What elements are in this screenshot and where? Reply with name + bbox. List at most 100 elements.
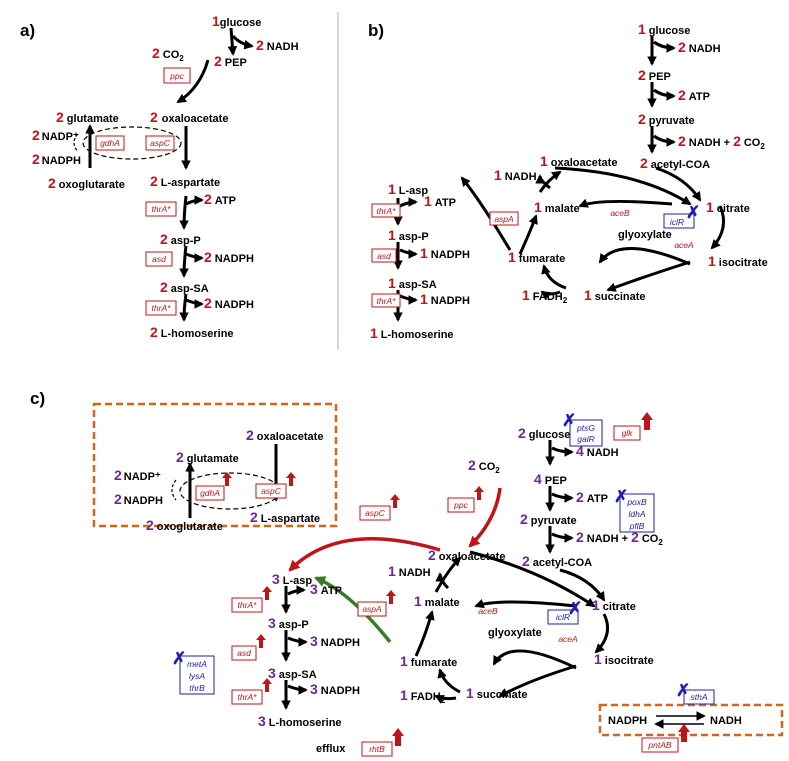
c-iclR: iclR — [556, 612, 570, 622]
c-aspC: aspC — [365, 508, 386, 518]
c-sthA: sthA — [690, 692, 707, 702]
b-iclR: iclR — [670, 217, 684, 227]
arrow-atp-a — [185, 195, 204, 206]
c-rhtB: rhtB — [369, 744, 385, 754]
c-aceB: aceB — [478, 606, 498, 616]
c-aspC-up-icon — [390, 494, 400, 508]
c-asd-box — [231, 645, 257, 661]
c-metA: metA — [187, 659, 207, 669]
c-arrow-fadh — [434, 694, 457, 704]
a-thrA2-box — [145, 300, 177, 316]
b-thrA2: thrA* — [377, 296, 397, 306]
c-arrow-atp2 — [287, 585, 306, 596]
c-nadh-t: NADH — [710, 715, 742, 727]
a-ppc-box — [163, 67, 191, 84]
b-arrow-nadh3 — [535, 174, 551, 190]
c-red-arrow-oaa-lasp — [288, 537, 441, 572]
arrow-pep-oaa — [176, 59, 210, 104]
c-red-arrow-pep-oaa — [468, 487, 502, 548]
c-rhtB-up-icon — [392, 728, 404, 746]
arrow-glucose-pep — [227, 27, 238, 56]
c-arrow-nadh1 — [551, 446, 574, 457]
b-arrow-mal-oaa — [538, 170, 562, 193]
c-galR: galR — [577, 434, 594, 444]
c-sthA-box — [683, 689, 715, 705]
c-arrow-cit-mal — [474, 599, 577, 609]
b-arrow-cit-iso — [710, 205, 726, 250]
c-glk: glk — [622, 428, 634, 438]
b-arrow-iso-succ — [606, 260, 691, 292]
arrow-nadph-a2 — [185, 298, 204, 309]
c-gdhA: gdhA — [200, 488, 220, 498]
c-arrow-fum-mal — [414, 610, 435, 657]
c-aspA-box — [357, 601, 387, 617]
arrow-aspP-aspSA — [179, 245, 189, 278]
panel-c-label: c) — [30, 389, 45, 408]
c-gdhA-box — [195, 485, 225, 501]
c-transamination-box — [92, 402, 338, 528]
b-arrow-fum-mal — [518, 214, 538, 255]
c-arrow-nadh2 — [551, 532, 574, 543]
c-arrow-nadph2 — [287, 684, 308, 695]
c-arrow-nadph1 — [287, 636, 308, 647]
c-arrow-iso-glyox — [492, 649, 577, 670]
c-asd-up-icon — [256, 634, 266, 648]
c-aspC-box-box — [255, 483, 287, 499]
b-arrow-cit-mal — [578, 198, 673, 208]
c-gdhA-up-icon — [222, 472, 232, 486]
c-glyox: glyoxylate — [488, 627, 542, 639]
b-arrow-succ-fum — [541, 264, 567, 290]
c-asd: asd — [237, 648, 251, 658]
b-aceB: aceB — [610, 208, 630, 218]
a-asd-box — [145, 251, 173, 267]
a-asd: asd — [152, 254, 166, 264]
c-thrA2-up-icon — [262, 678, 272, 692]
a-thrA1-box — [145, 201, 177, 217]
c-thrA1: thrA* — [238, 600, 258, 610]
a-aspC: aspC — [150, 138, 171, 148]
a-gdhA-box — [95, 135, 125, 151]
c-ppc: ppc — [453, 500, 468, 510]
b-arrow-atp2 — [399, 197, 418, 208]
c-ppc-box — [447, 497, 475, 513]
c-pntAB-box — [641, 737, 679, 753]
c-aspC-box-up-icon — [286, 472, 296, 486]
b-arrow-oaa-cit — [554, 166, 692, 206]
c-green-arrow-fum-lasp — [313, 576, 392, 644]
b-arrow-nadh1 — [653, 40, 676, 53]
nadp-curve-a — [73, 133, 79, 153]
